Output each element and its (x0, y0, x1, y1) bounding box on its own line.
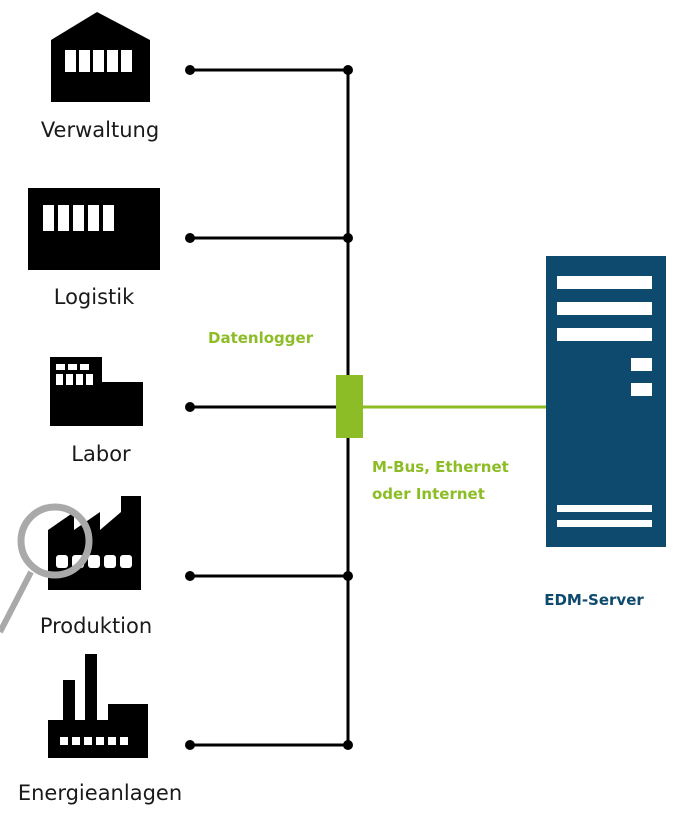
junction-dot (343, 571, 353, 581)
factory-icon (48, 496, 141, 590)
server-tower-icon (546, 256, 666, 547)
lab-building-icon (50, 357, 143, 426)
datalogger-label: Datenlogger (208, 329, 314, 347)
connection-label-line1: M-Bus, Ethernet (372, 458, 509, 476)
junction-dots (185, 65, 353, 750)
junction-dot (343, 65, 353, 75)
office-building-icon (51, 12, 150, 102)
bus-lines (190, 68, 350, 747)
junction-dot (185, 65, 195, 75)
junction-dot (185, 571, 195, 581)
building-label-energieanlagen: Energieanlagen (18, 781, 182, 805)
connection-label-line2: oder Internet (372, 485, 485, 503)
junction-dot (185, 233, 195, 243)
junction-dot (185, 402, 195, 412)
building-label-labor: Labor (71, 442, 131, 466)
junction-dot (185, 740, 195, 750)
building-label-logistik: Logistik (54, 285, 135, 309)
warehouse-icon (28, 188, 160, 270)
server-label: EDM-Server (544, 591, 644, 609)
magnifier-icon (0, 503, 93, 634)
building-label-produktion: Produktion (40, 614, 152, 638)
building-label-verwaltung: Verwaltung (41, 118, 159, 142)
power-plant-icon (48, 654, 148, 758)
junction-dot (343, 740, 353, 750)
datalogger-box (336, 375, 363, 438)
junction-dot (343, 233, 353, 243)
